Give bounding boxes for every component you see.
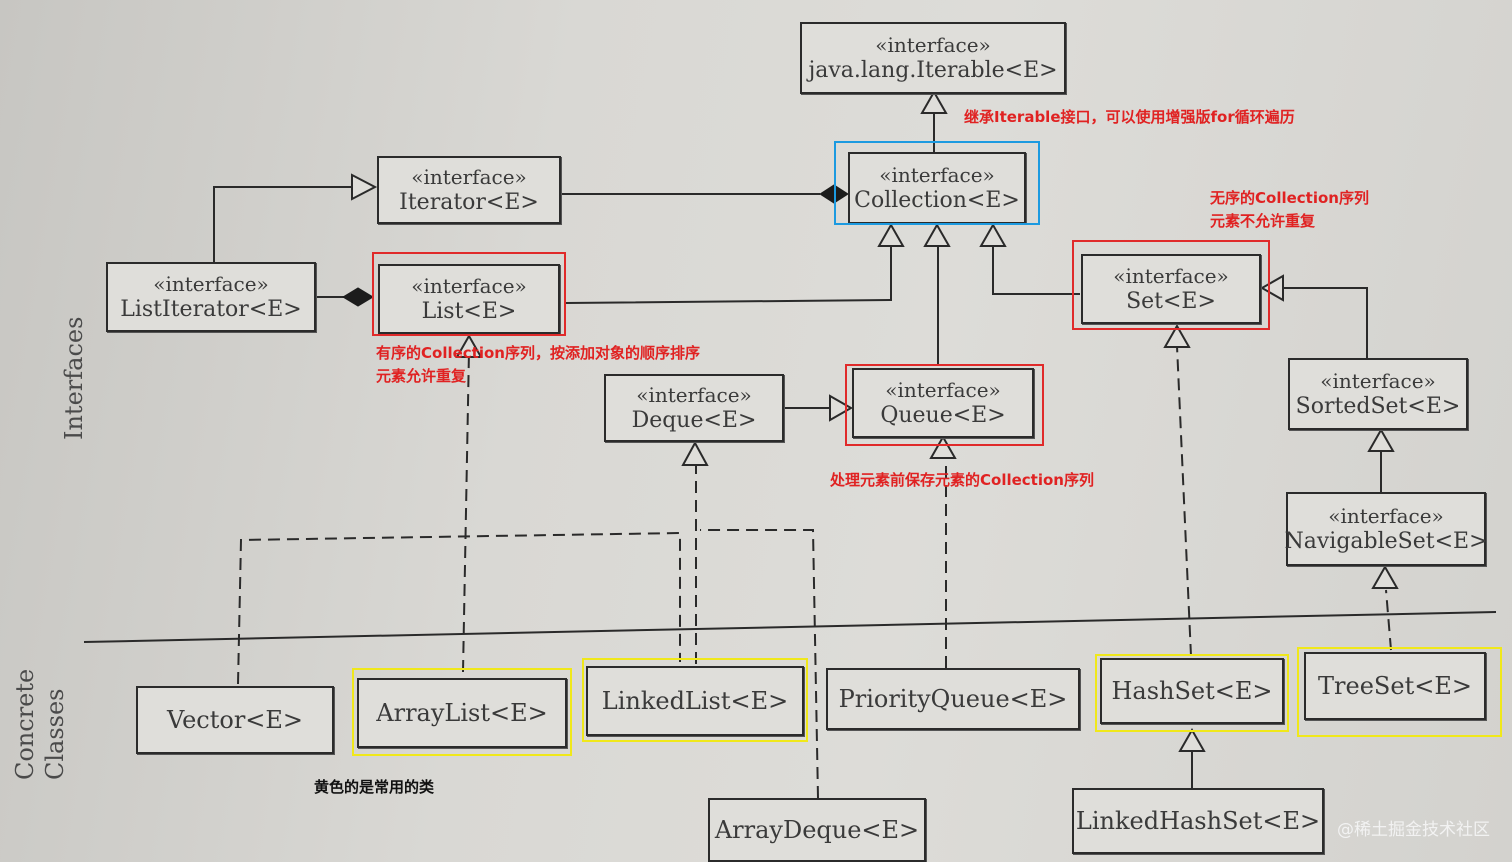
treeset-box: TreeSet<E> xyxy=(1304,652,1486,720)
navigableset-name: NavigableSet<E> xyxy=(1284,528,1488,554)
priorityqueue-box: PriorityQueue<E> xyxy=(826,668,1080,730)
iterator-box: «interface» Iterator<E> xyxy=(377,156,561,224)
linkedhashset-box: LinkedHashSet<E> xyxy=(1072,788,1324,854)
edge-hashset-set xyxy=(1176,345,1192,657)
arrowhead-queue-bottom xyxy=(929,434,957,459)
linkedlist-box: LinkedList<E> xyxy=(586,666,804,736)
set-box: «interface» Set<E> xyxy=(1081,254,1261,324)
arrowhead-iterator xyxy=(351,173,378,201)
arrowhead-list xyxy=(455,333,483,358)
arrowhead-sortedset xyxy=(1367,427,1395,452)
edge-treeset-navigableset xyxy=(1385,589,1392,651)
edge-arraydeque-deque xyxy=(700,529,819,799)
arrowhead-collection-left xyxy=(877,222,905,247)
iterator-name: Iterator<E> xyxy=(399,189,539,215)
list-annotation-line1: 有序的Collection序列，按添加对象的顺序排序 xyxy=(376,344,700,362)
concrete-label: Concrete xyxy=(11,668,39,780)
list-annotation-line2: 元素允许重复 xyxy=(376,367,467,385)
watermark: @稀土掘金技术社区 xyxy=(1337,820,1490,840)
hashset-box: HashSet<E> xyxy=(1100,658,1284,724)
stereotype: «interface» xyxy=(879,162,995,187)
listiterator-box: «interface» ListIterator<E> xyxy=(106,262,316,332)
interfaces-classes-separator xyxy=(83,611,1497,643)
stereotype: «interface» xyxy=(875,32,991,57)
queue-name: Queue<E> xyxy=(880,402,1006,428)
arraydeque-box: ArrayDeque<E> xyxy=(708,798,926,862)
arrowhead-queue xyxy=(829,394,854,422)
set-name: Set<E> xyxy=(1126,288,1216,314)
list-annotation: 有序的Collection序列，按添加对象的顺序排序 元素允许重复 xyxy=(376,342,700,388)
edge-list-collection xyxy=(565,245,892,304)
deque-box: «interface» Deque<E> xyxy=(604,374,784,442)
classes-label: Classes xyxy=(41,688,69,781)
list-name: List<E> xyxy=(421,298,517,324)
stereotype: «interface» xyxy=(153,271,269,296)
arrowhead-collection-mid xyxy=(923,222,951,247)
arrowhead-hashset xyxy=(1178,727,1206,752)
concrete-classes-side-label: Concrete Classes xyxy=(10,669,70,780)
list-box: «interface» List<E> xyxy=(378,264,560,334)
navigableset-box: «interface» NavigableSet<E> xyxy=(1284,492,1488,566)
set-annotation: 无序的Collection序列 元素不允许重复 xyxy=(1210,187,1369,233)
edge-sortedset-set xyxy=(1282,287,1368,360)
diamond-list xyxy=(342,287,374,307)
arrowhead-set-right xyxy=(1259,274,1284,302)
iterable-annotation: 继承Iterable接口，可以使用增强版for循环遍历 xyxy=(964,108,1295,126)
sortedset-box: «interface» SortedSet<E> xyxy=(1288,358,1468,430)
arrowhead-set-bottom xyxy=(1163,323,1191,348)
stereotype: «interface» xyxy=(885,377,1001,402)
queue-annotation: 处理元素前保存元素的Collection序列 xyxy=(830,471,1094,489)
set-annotation-line1: 无序的Collection序列 xyxy=(1210,189,1369,207)
queue-box: «interface» Queue<E> xyxy=(852,368,1034,438)
edge-arraylist-list xyxy=(462,349,470,673)
iterable-name: java.lang.Iterable<E> xyxy=(808,57,1058,83)
edge-listiterator-iterator xyxy=(213,186,352,262)
arrowhead-navigableset xyxy=(1371,564,1399,589)
stereotype: «interface» xyxy=(1320,368,1436,393)
edge-vector-list xyxy=(237,531,681,685)
stereotype: «interface» xyxy=(1113,263,1229,288)
arrowhead-iterable xyxy=(920,89,948,114)
listiterator-name: ListIterator<E> xyxy=(120,296,302,322)
collection-box: «interface» Collection<E> xyxy=(848,152,1026,224)
vector-box: Vector<E> xyxy=(136,686,334,754)
stereotype: «interface» xyxy=(411,273,527,298)
iterable-box: «interface» java.lang.Iterable<E> xyxy=(800,22,1066,94)
yellow-classes-annotation: 黄色的是常用的类 xyxy=(314,778,435,796)
deque-name: Deque<E> xyxy=(631,407,757,433)
arrowhead-deque xyxy=(681,440,709,466)
interfaces-side-label: Interfaces xyxy=(60,316,88,440)
arraylist-box: ArrayList<E> xyxy=(357,678,567,748)
sortedset-name: SortedSet<E> xyxy=(1295,393,1461,419)
stereotype: «interface» xyxy=(1328,503,1444,528)
collection-name: Collection<E> xyxy=(854,187,1020,213)
set-annotation-line2: 元素不允许重复 xyxy=(1210,212,1316,230)
arrowhead-collection-right xyxy=(979,222,1007,247)
diamond-collection xyxy=(819,184,849,204)
edge-set-collection xyxy=(992,245,1080,295)
stereotype: «interface» xyxy=(411,164,527,189)
stereotype: «interface» xyxy=(636,382,752,407)
